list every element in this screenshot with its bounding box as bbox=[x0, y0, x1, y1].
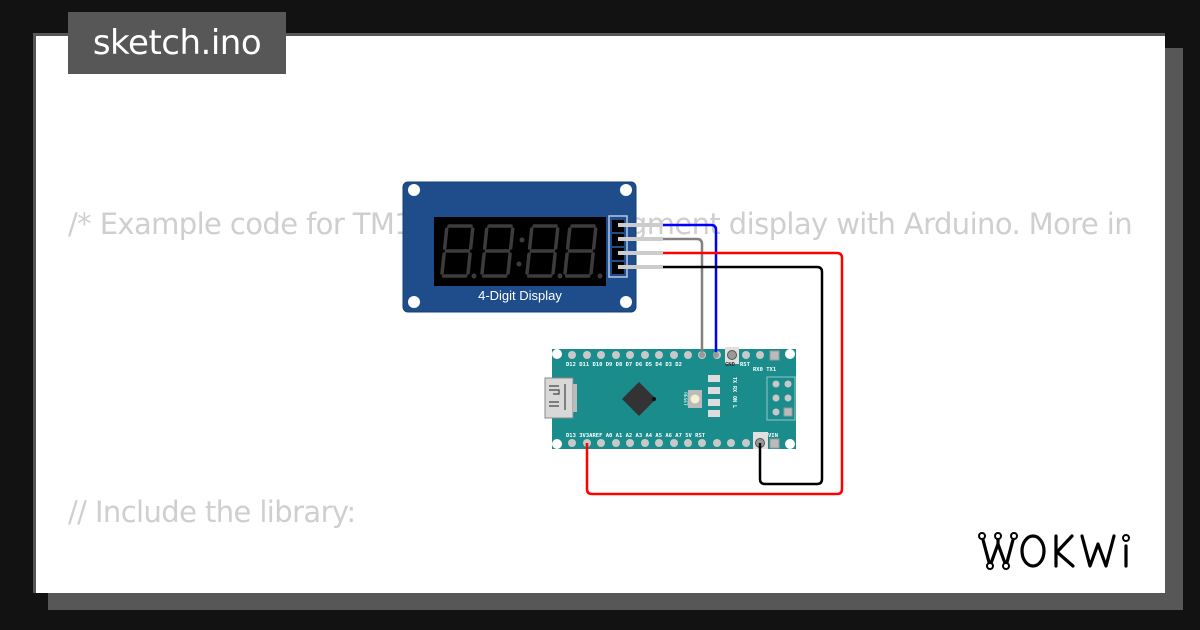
usb-connector bbox=[544, 377, 577, 419]
svg-text:ON L: ON L bbox=[731, 396, 737, 408]
top-pin-row bbox=[568, 347, 780, 364]
svg-text:GND: GND bbox=[725, 362, 736, 368]
wokwi-logo: WOKWi bbox=[976, 526, 1130, 570]
svg-text:D13 3V3AREF A0 A1 A2 A3 A4: D13 3V3AREF A0 A1 A2 A3 A4 A5 A6 A7 5V R… bbox=[566, 433, 706, 439]
svg-text:D12 D11 D10 D9 D8 D7 D6 D: D12 D11 D10 D9 D8 D7 D6 D5 D4 D3 D2 bbox=[566, 362, 682, 368]
code-card: /* Example code for TM1637 4 digit 7 seg… bbox=[33, 33, 1165, 593]
svg-text:RESET: RESET bbox=[682, 392, 688, 406]
wires bbox=[585, 223, 844, 496]
file-name-tag: sketch.ino bbox=[68, 12, 286, 74]
bottom-pin-row bbox=[568, 432, 780, 449]
wire-clk-d2 bbox=[663, 223, 718, 355]
svg-text:TX RX: TX RX bbox=[731, 377, 737, 392]
code-line: // Include the library: bbox=[68, 495, 356, 529]
wire-dio-d3 bbox=[663, 237, 704, 355]
arduino-nano-board[interactable]: D12 D11 D10 D9 D8 D7 D6 D5 D4 D3 D2 GND … bbox=[544, 347, 796, 449]
display-module-label: 4-Digit Display bbox=[478, 288, 562, 303]
wokwi-brand-text: WOKWi bbox=[976, 526, 980, 527]
tm1637-display-module[interactable]: 4-Digit Display bbox=[402, 181, 663, 313]
svg-text:RST: RST bbox=[740, 362, 751, 368]
seven-segment-digits bbox=[440, 224, 603, 279]
svg-text:RX0 TX1: RX0 TX1 bbox=[753, 367, 777, 373]
wire-gnd-gnd bbox=[663, 265, 824, 486]
svg-text:VIN: VIN bbox=[768, 433, 778, 439]
wire-vcc-3v3 bbox=[585, 251, 844, 496]
